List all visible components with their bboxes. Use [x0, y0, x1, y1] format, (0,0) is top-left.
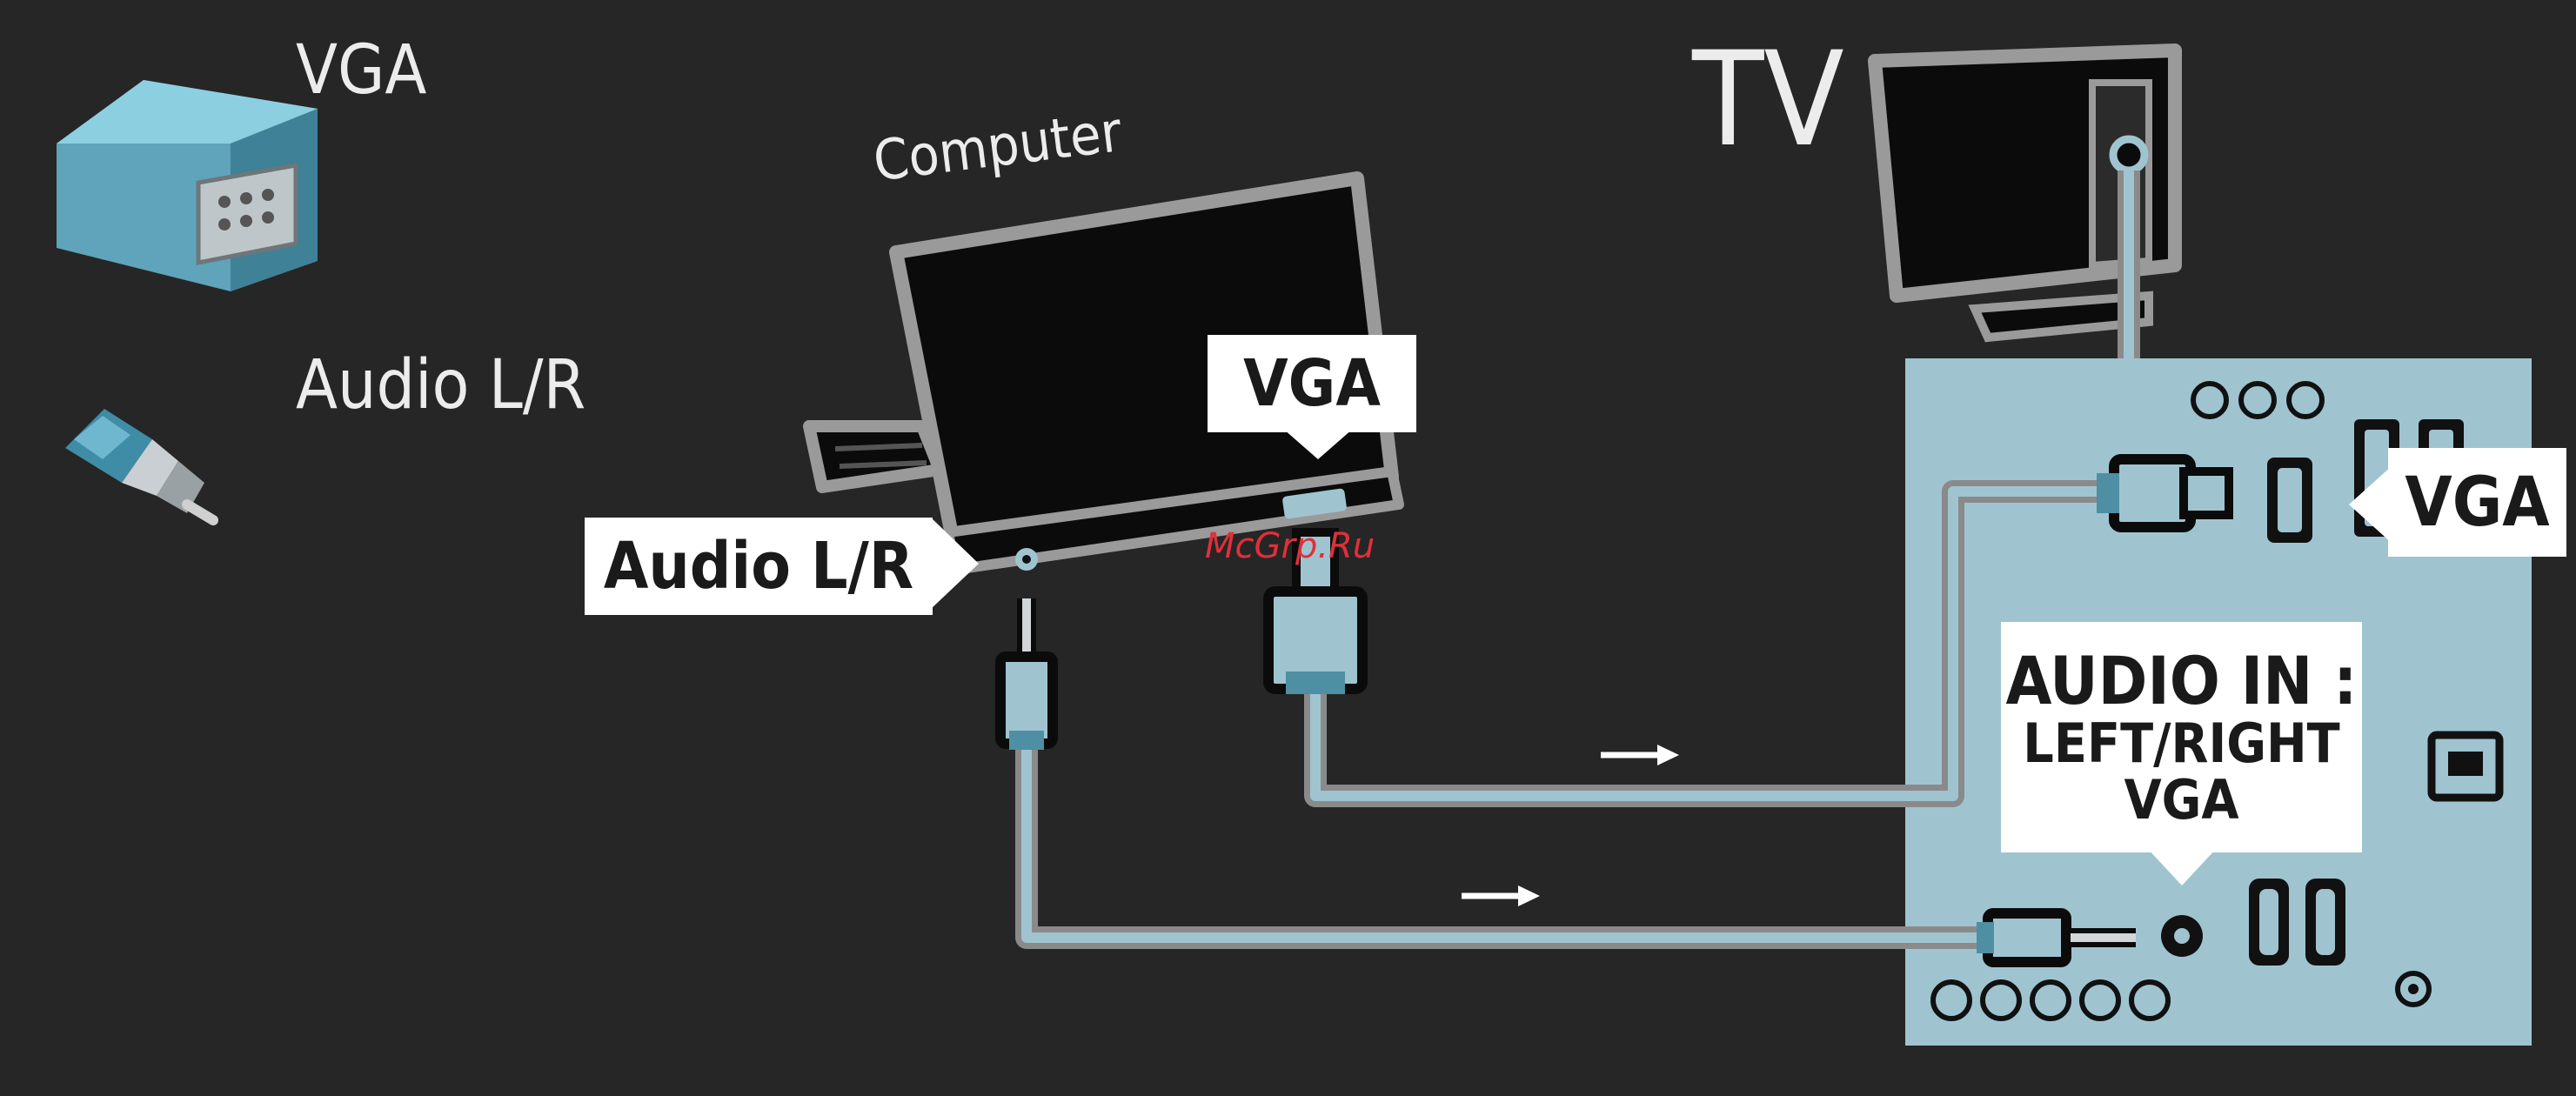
- legend-vga-label: VGA: [296, 31, 426, 110]
- legend-audio-label: Audio L/R: [296, 346, 585, 424]
- tv-vga-label: VGA: [2388, 448, 2566, 557]
- computer-audio-label: Audio L/R: [585, 518, 933, 615]
- tv-title: TV: [1692, 35, 1844, 165]
- vga-connector-icon: [57, 80, 318, 291]
- tv-audio-in-title: AUDIO IN :: [2006, 646, 2358, 716]
- computer-vga-label: VGA: [1208, 335, 1416, 432]
- watermark: McGrp.Ru: [1205, 526, 1375, 566]
- audio-direction-arrow: [1462, 885, 1540, 906]
- tv-audio-in-vga: VGA: [2124, 772, 2238, 828]
- vga-direction-arrow: [1601, 745, 1679, 765]
- tv-audio-in-label: AUDIO IN : LEFT/RIGHT VGA: [2001, 622, 2362, 852]
- rca-jack-icon: [65, 409, 213, 520]
- tv-audio-in-left-right: LEFT/RIGHT: [2023, 715, 2339, 772]
